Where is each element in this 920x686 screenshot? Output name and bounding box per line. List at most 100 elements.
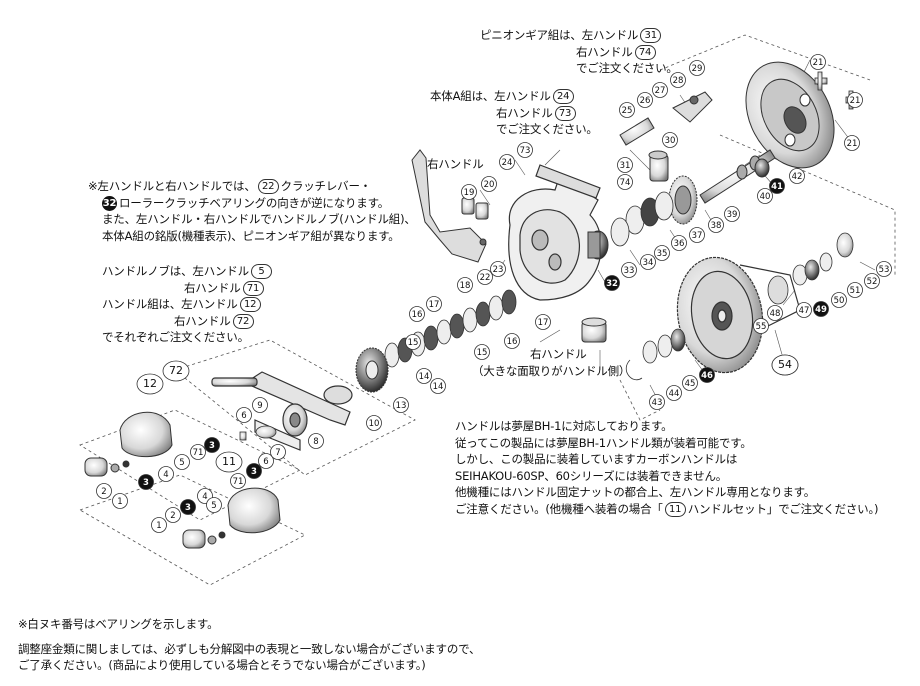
part-callout-73-note: 73 bbox=[554, 105, 576, 121]
callout-number: 2 bbox=[170, 511, 175, 521]
part-callout-15-1: 15 bbox=[474, 344, 490, 360]
part-callout-6-1: 6 bbox=[258, 453, 274, 469]
right-handle-bottom-note: 右ハンドル （大きな面取りがハンドル側） bbox=[472, 346, 630, 379]
part-callout-17-1: 17 bbox=[535, 314, 551, 330]
callout-number: 21 bbox=[813, 58, 824, 68]
spool-frame-part bbox=[676, 256, 801, 374]
callout-number: 52 bbox=[867, 277, 878, 287]
part-callout-72-note: 72 bbox=[232, 313, 254, 329]
part-callout-5: 5 bbox=[174, 454, 190, 470]
callout-number: 73 bbox=[520, 146, 531, 156]
compat-line5: 他機種にはハンドル固定ナットの都合上、左ハンドル専用となります。 bbox=[455, 485, 816, 499]
part-callout-21: 21 bbox=[810, 54, 826, 70]
bearing-callout-41: 41 bbox=[769, 178, 785, 194]
compat-line3: しかし、この製品に装着していますカーボンハンドルは bbox=[455, 452, 738, 466]
part-callout-36: 36 bbox=[671, 235, 687, 251]
callout-number: 1 bbox=[156, 521, 161, 531]
part-callout-10: 10 bbox=[366, 415, 382, 431]
callout-number: 39 bbox=[727, 210, 738, 220]
compat-line6-post: ハンドルセット」でご注文ください。) bbox=[687, 501, 879, 516]
part-callout-1-1: 1 bbox=[151, 517, 167, 533]
clutch-lever-part bbox=[411, 149, 489, 263]
part-callout-7: 7 bbox=[270, 444, 286, 460]
bearing-callout-3-1: 3 bbox=[246, 463, 262, 479]
handle-compat-note: ハンドルは夢屋BH-1に対応しております。 従ってこの製品には夢屋BH-1ハンド… bbox=[455, 418, 879, 517]
callout-number: 26 bbox=[640, 96, 651, 106]
callout-number: 37 bbox=[692, 231, 703, 241]
part-callout-12-note: 12 bbox=[239, 297, 261, 312]
knob-note-line1: ハンドルノブは、左ハンドル bbox=[102, 264, 249, 278]
callout-number: 4 bbox=[202, 492, 207, 502]
part-callout-31: 31 bbox=[640, 28, 662, 43]
callout-number: 21 bbox=[850, 96, 861, 106]
callout-number: 46 bbox=[701, 371, 713, 381]
callout-number: 21 bbox=[847, 139, 858, 149]
callout-number: 36 bbox=[674, 239, 685, 249]
callout-number: 31 bbox=[620, 161, 631, 171]
part-callout-71-note: 71 bbox=[242, 280, 264, 296]
washer-stack-left bbox=[384, 289, 517, 368]
part-callout-5-1: 5 bbox=[206, 497, 222, 513]
callout-number: 45 bbox=[685, 379, 696, 389]
part-callout-28: 28 bbox=[670, 72, 686, 88]
part-callout-50: 50 bbox=[831, 292, 847, 308]
part-callout-19: 19 bbox=[461, 184, 477, 200]
part-callout-23: 23 bbox=[490, 261, 506, 277]
part-callout-45: 45 bbox=[682, 375, 698, 391]
callout-number: 28 bbox=[673, 76, 684, 86]
callout-number: 14 bbox=[419, 372, 430, 382]
part-callout-4: 4 bbox=[158, 466, 174, 482]
part-callout-24-note: 24 bbox=[552, 89, 574, 104]
pinion-gear-part bbox=[619, 91, 713, 182]
callout-number: 18 bbox=[460, 281, 471, 291]
right-handle-bottom-line2: （大きな面取りがハンドル側） bbox=[472, 363, 631, 378]
callout-number: 42 bbox=[792, 172, 803, 182]
part-callout-43: 43 bbox=[649, 394, 665, 410]
part-callout-48: 48 bbox=[767, 305, 783, 321]
callout-number: 14 bbox=[433, 382, 444, 392]
right-handle-label-top: 右ハンドル bbox=[427, 157, 484, 171]
callout-number: 22 bbox=[480, 273, 491, 283]
knob-note-line3: ハンドル組は、左ハンドル bbox=[102, 297, 238, 311]
footer-line3: ご了承ください。(商品により使用している場合とそうでない場合がございます。) bbox=[18, 658, 426, 672]
callout-number: 43 bbox=[652, 398, 663, 408]
part-callout-26: 26 bbox=[637, 92, 653, 108]
callout-number: 50 bbox=[834, 296, 845, 306]
callout-number: 10 bbox=[369, 419, 380, 429]
bearing-callout-3: 3 bbox=[204, 437, 220, 453]
part-callout-11-note: 11 bbox=[664, 501, 686, 517]
part-callout-35: 35 bbox=[654, 245, 670, 261]
part-callout-27: 27 bbox=[652, 82, 668, 98]
part-callout-44: 44 bbox=[666, 385, 682, 401]
callout-number: 3 bbox=[185, 503, 191, 513]
part-callout-33: 33 bbox=[621, 262, 637, 278]
star-drag-part bbox=[355, 347, 389, 393]
main-body-frame-part bbox=[508, 164, 602, 301]
side-stack-parts bbox=[767, 232, 854, 305]
callout-number: 16 bbox=[412, 310, 423, 320]
callout-number: 33 bbox=[624, 266, 635, 276]
callout-number: 17 bbox=[429, 300, 440, 310]
side-plate-assembly-frame bbox=[619, 34, 896, 421]
part-callout-18: 18 bbox=[457, 277, 473, 293]
part-callout-54: 54 bbox=[771, 354, 799, 376]
part-callout-71: 71 bbox=[190, 444, 206, 460]
part-callout-9: 9 bbox=[252, 397, 268, 413]
part-callout-51: 51 bbox=[847, 282, 863, 298]
part-callout-21-2: 21 bbox=[844, 135, 860, 151]
part-callout-21-1: 21 bbox=[847, 92, 863, 108]
callout-number: 11 bbox=[222, 455, 236, 468]
callout-number: 1 bbox=[117, 497, 122, 507]
footer-note: ※白ヌキ番号はベアリングを示します。 調整座金類に関しましては、必ずしも分解図中… bbox=[18, 616, 480, 674]
diff-note-line4: 本体A組の銘版(機種表示)、ピニオンギア組が異なります。 bbox=[102, 228, 400, 243]
callout-number: 12 bbox=[143, 377, 157, 390]
bearing-callout-32-note: 32 bbox=[102, 195, 117, 211]
bearing-41-part bbox=[754, 158, 770, 178]
compat-line1: ハンドルは夢屋BH-1に対応しております。 bbox=[455, 419, 673, 433]
pinion-note-line2: 右ハンドル bbox=[576, 44, 633, 59]
callout-number: 19 bbox=[464, 188, 475, 198]
callout-number: 13 bbox=[396, 401, 407, 411]
part-callout-39: 39 bbox=[724, 206, 740, 222]
